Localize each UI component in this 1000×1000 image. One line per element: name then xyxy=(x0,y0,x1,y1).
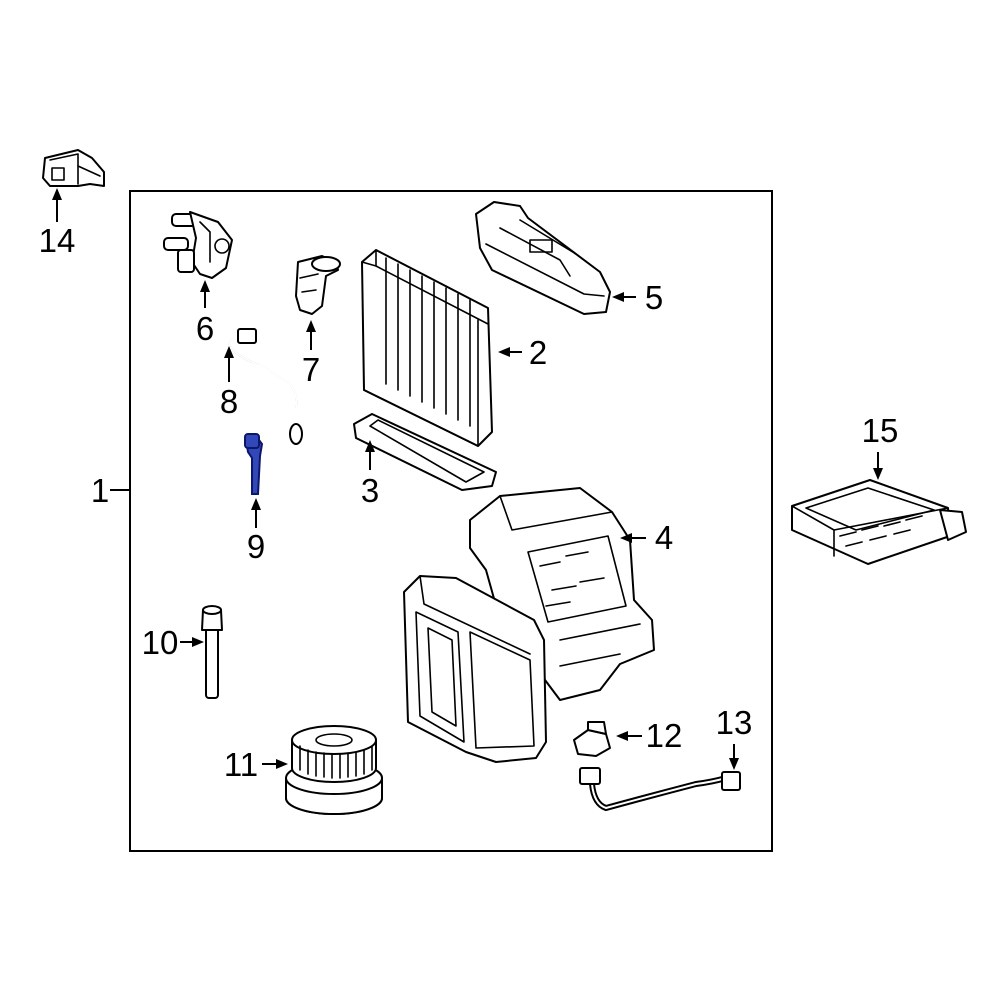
callout-label-14: 14 xyxy=(39,222,76,259)
callout-5[interactable]: 5 xyxy=(612,279,663,316)
callout-label-1: 1 xyxy=(91,472,109,509)
callout-label-7: 7 xyxy=(302,351,320,388)
callout-15[interactable]: 15 xyxy=(862,412,899,480)
part-7-control-valve[interactable] xyxy=(295,255,341,315)
part-12-resistor[interactable] xyxy=(573,721,611,757)
callout-label-12: 12 xyxy=(646,717,683,754)
callout-label-5: 5 xyxy=(645,279,663,316)
part-14-clip[interactable] xyxy=(42,149,105,187)
part-5-upper-cover[interactable] xyxy=(475,201,611,315)
callout-label-13: 13 xyxy=(716,704,753,741)
callout-label-10: 10 xyxy=(142,624,179,661)
part-2-evaporator-core[interactable] xyxy=(361,249,493,447)
callout-9[interactable]: 9 xyxy=(247,498,265,565)
callout-13[interactable]: 13 xyxy=(716,704,753,770)
part-8-temperature-sensor-harness[interactable] xyxy=(228,328,303,445)
callout-12[interactable]: 12 xyxy=(616,717,682,754)
callout-label-15: 15 xyxy=(862,412,899,449)
callout-label-8: 8 xyxy=(220,383,238,420)
lower-heater-case xyxy=(403,575,547,763)
part-11-blower-motor[interactable] xyxy=(285,725,383,815)
callout-label-11: 11 xyxy=(224,746,258,783)
callout-8[interactable]: 8 xyxy=(220,346,238,420)
callout-11[interactable]: 11 xyxy=(224,746,288,783)
part-3-evaporator-seal[interactable] xyxy=(353,413,497,491)
part-4-blower-case[interactable] xyxy=(469,487,655,701)
part-10-drain-hose[interactable] xyxy=(201,605,223,699)
callout-1[interactable]: 1 xyxy=(91,472,130,509)
callout-10[interactable]: 10 xyxy=(142,624,204,661)
callout-label-9: 9 xyxy=(247,528,265,565)
callout-label-2: 2 xyxy=(529,334,547,371)
part-15-heater-core[interactable] xyxy=(791,479,967,565)
callout-label-3: 3 xyxy=(361,472,379,509)
callout-label-6: 6 xyxy=(196,310,214,347)
callout-label-4: 4 xyxy=(655,519,673,556)
part-6-expansion-valve[interactable] xyxy=(163,211,233,279)
callout-2[interactable]: 2 xyxy=(498,334,547,371)
callout-7[interactable]: 7 xyxy=(302,320,320,388)
callout-6[interactable]: 6 xyxy=(196,280,214,347)
callout-4[interactable]: 4 xyxy=(620,519,673,556)
callout-3[interactable]: 3 xyxy=(361,440,379,509)
part-13-wiring-harness[interactable] xyxy=(579,767,741,812)
assembly-frame xyxy=(129,190,773,852)
callout-14[interactable]: 14 xyxy=(39,188,76,259)
part-9-thermistor[interactable] xyxy=(244,433,264,495)
